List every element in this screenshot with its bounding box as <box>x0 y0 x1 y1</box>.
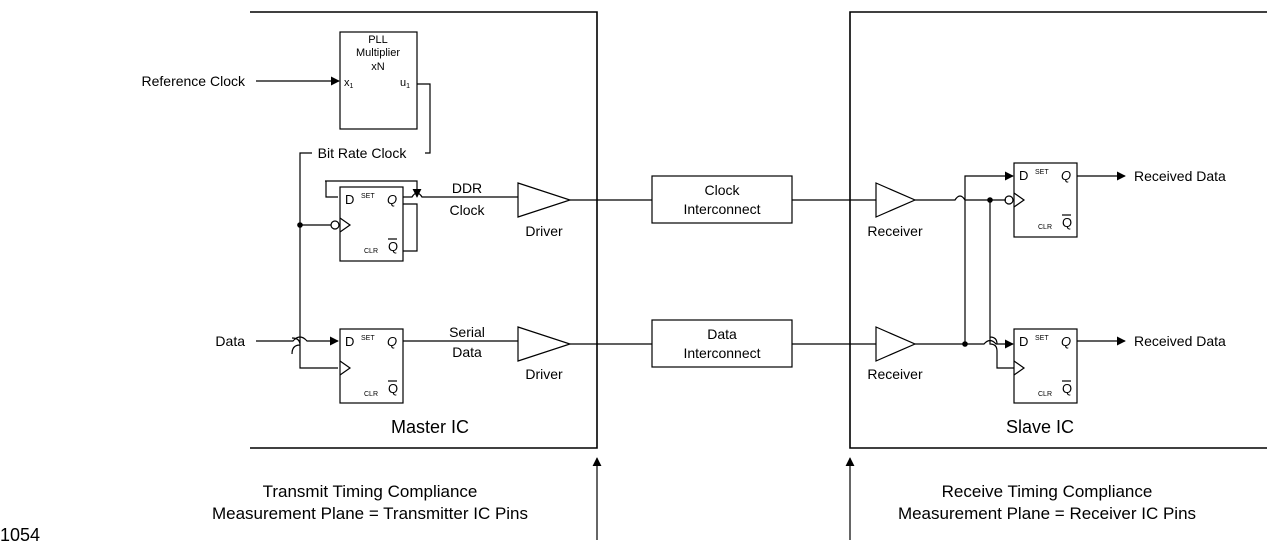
slave-ff-top: D SET Q CLR Q <box>1004 162 1078 238</box>
ff-set-label: SET <box>361 193 375 200</box>
ff-set-label: SET <box>1035 335 1049 342</box>
slave-data-to-top-ff <box>964 171 1014 344</box>
pll-output-pin: u <box>400 77 406 89</box>
pll-label-line2: Multiplier <box>356 47 400 59</box>
data-interconnect-line1: Data <box>707 326 737 342</box>
received-data-top-label: Received Data <box>1134 168 1226 184</box>
pll-output-wire <box>417 83 431 154</box>
pll-input-pin-sub: 1 <box>350 83 354 90</box>
transmit-caption-line2: Measurement Plane = Transmitter IC Pins <box>212 504 528 523</box>
figure-number: 1054 <box>0 525 40 545</box>
receiver-data-label: Receiver <box>867 366 923 382</box>
ff-qbar-label: Q <box>388 381 398 396</box>
slave-ic-boundary <box>849 11 1267 449</box>
ff-q-label: Q <box>1061 334 1071 349</box>
ff-clr-label: CLR <box>364 248 378 255</box>
svg-text:u1: u1 <box>400 77 410 90</box>
ff-q-label: Q <box>1061 168 1071 183</box>
ff-clr-label: CLR <box>1038 391 1052 398</box>
data-interconnect-line2: Interconnect <box>683 345 760 361</box>
slave-clock-to-bottom-ff <box>989 200 1014 369</box>
serial-data-label-line2: Data <box>452 344 482 360</box>
pll-multiplier: PLL Multiplier xN x1 u1 <box>339 31 418 130</box>
ff-d-label: D <box>1019 334 1028 349</box>
ff-qbar-label: Q <box>388 239 398 254</box>
pll-output-pin-sub: 1 <box>406 83 410 90</box>
ddr-q-wire <box>403 192 518 198</box>
slave-ic-label: Slave IC <box>1006 417 1074 437</box>
slave-data-wire <box>915 339 1014 349</box>
reference-clock-label: Reference Clock <box>142 73 246 89</box>
master-ff-clock: D SET Q CLR Q <box>330 186 404 262</box>
receiver-clock-label: Receiver <box>867 223 923 239</box>
ff-d-label: D <box>345 192 354 207</box>
clock-interconnect-line2: Interconnect <box>683 201 760 217</box>
pll-label-line1: PLL <box>368 34 388 46</box>
driver-clock <box>517 182 572 218</box>
ff-set-label: SET <box>1035 169 1049 176</box>
ddr-clock-label-line1: DDR <box>452 180 482 196</box>
master-ic-label: Master IC <box>391 417 469 437</box>
bit-rate-clock-wire <box>291 152 338 369</box>
ff-clr-label: CLR <box>364 391 378 398</box>
ff-d-label: D <box>1019 168 1028 183</box>
driver-data-label: Driver <box>525 366 563 382</box>
ff-qbar-label: Q <box>1062 215 1072 230</box>
transmit-caption-line1: Transmit Timing Compliance <box>263 482 478 501</box>
ff-qbar-label: Q <box>1062 381 1072 396</box>
serial-data-label-line1: Serial <box>449 324 485 340</box>
receiver-data <box>875 326 917 362</box>
ff-q-label: Q <box>387 192 397 207</box>
receive-caption-line2: Measurement Plane = Receiver IC Pins <box>898 504 1196 523</box>
pll-label-line3: xN <box>371 61 385 73</box>
clock-interconnect: Clock Interconnect <box>651 175 793 224</box>
ff-q-label: Q <box>387 334 397 349</box>
master-ff-data: D SET Q CLR Q <box>339 328 404 404</box>
bit-rate-clock-label: Bit Rate Clock <box>318 145 408 161</box>
received-data-bottom-label: Received Data <box>1134 333 1226 349</box>
driver-data <box>517 326 572 362</box>
pll-input-pin: x <box>344 77 350 89</box>
driver-clock-label: Driver <box>525 223 563 239</box>
ff-set-label: SET <box>361 335 375 342</box>
data-interconnect: Data Interconnect <box>651 319 793 368</box>
ff-d-label: D <box>345 334 354 349</box>
ddr-feedback-wire <box>325 180 417 252</box>
slave-ff-bottom: D SET Q CLR Q <box>1013 328 1078 404</box>
receive-caption-line1: Receive Timing Compliance <box>942 482 1153 501</box>
master-ic-boundary <box>250 11 598 449</box>
ff-clr-label: CLR <box>1038 224 1052 231</box>
clock-interconnect-line1: Clock <box>704 182 740 198</box>
receiver-clock <box>875 182 917 218</box>
data-input-label: Data <box>215 333 245 349</box>
ddr-clock-label-line2: Clock <box>449 202 485 218</box>
data-input-wire <box>256 336 339 346</box>
svg-text:x1: x1 <box>344 77 354 90</box>
